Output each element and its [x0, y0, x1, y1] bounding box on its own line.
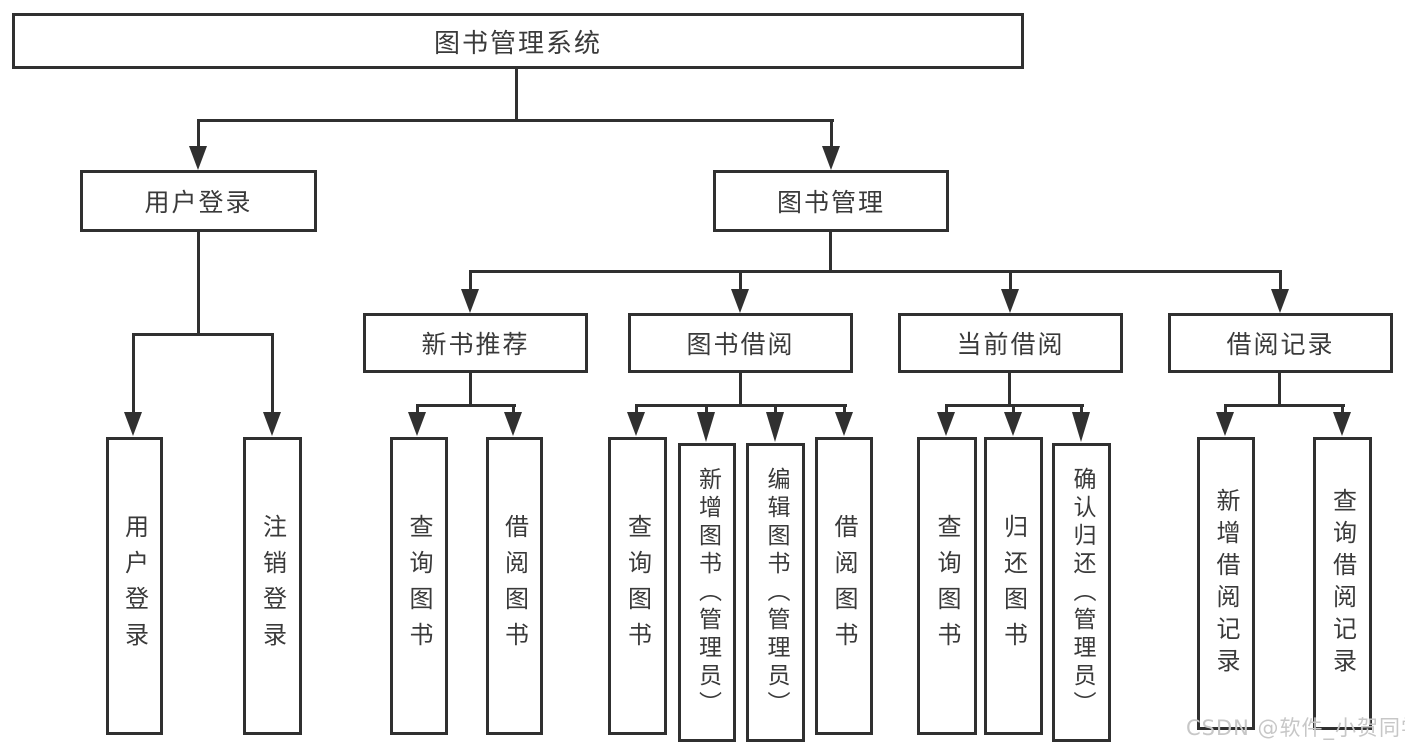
arrow-down-icon	[504, 412, 522, 436]
node-current-borrowing-label: 当前借阅	[956, 330, 1065, 359]
node-current-borrowing: 当前借阅	[898, 313, 1123, 373]
leaf-borrowing-query-books: 查询图书	[608, 437, 667, 735]
arrow-down-icon	[124, 412, 142, 436]
node-book-borrowing-label: 图书借阅	[686, 330, 795, 359]
node-book-management: 图书管理	[713, 170, 949, 232]
node-user-login-label: 用户登录	[144, 188, 253, 217]
node-borrow-records-label: 借阅记录	[1226, 330, 1335, 359]
leaf-current-query-books: 查询图书	[917, 437, 977, 735]
leaf-records-add-record: 新增借阅记录	[1197, 437, 1255, 730]
leaf-user-login-label: 用户登录	[120, 514, 149, 658]
arrow-down-icon	[461, 289, 479, 313]
connector-borrowing-rail	[635, 404, 847, 407]
arrow-down-icon	[1004, 412, 1022, 436]
arrow-down-icon	[408, 412, 426, 436]
connector-current-drop	[1012, 407, 1015, 415]
arrow-down-icon	[627, 412, 645, 436]
arrow-down-icon	[937, 412, 955, 436]
connector-bookmgmt-drop	[1009, 273, 1012, 291]
connector-root-rail	[197, 119, 834, 122]
connector-bookmgmt-drop	[469, 273, 472, 291]
connector-records-drop	[1224, 407, 1227, 415]
arrow-down-icon	[731, 289, 749, 313]
node-book-borrowing: 图书借阅	[628, 313, 853, 373]
node-root-label: 图书管理系统	[433, 28, 602, 59]
connector-current-drop	[945, 407, 948, 415]
connector-records-rail	[1224, 404, 1345, 407]
leaf-newbook-query-books-label: 查询图书	[405, 514, 433, 658]
connector-borrowing-drop	[774, 407, 777, 415]
leaf-current-query-books-label: 查询图书	[933, 514, 961, 658]
connector-newbook-stem	[469, 373, 472, 406]
connector-userlogin-stem	[197, 232, 200, 335]
connector-borrowing-drop	[705, 407, 708, 415]
leaf-borrowing-borrow-books: 借阅图书	[815, 437, 873, 735]
arrow-down-icon	[697, 412, 715, 442]
leaf-logout-label: 注销登录	[258, 514, 287, 658]
connector-userlogin-right-drop	[271, 336, 274, 414]
node-root: 图书管理系统	[12, 13, 1024, 69]
arrow-down-icon	[1001, 289, 1019, 313]
connector-bookmgmt-drop	[739, 273, 742, 291]
connector-root-left-drop	[197, 122, 200, 148]
leaf-current-return-books-label: 归还图书	[999, 514, 1028, 658]
leaf-borrowing-edit-books-admin-label: 编辑图书（管理员）	[763, 466, 789, 719]
connector-bookmgmt-rail	[469, 270, 1282, 273]
node-borrow-records: 借阅记录	[1168, 313, 1393, 373]
leaf-current-confirm-return-admin-label: 确认归还（管理员）	[1069, 466, 1095, 719]
connector-borrowing-drop	[635, 407, 638, 415]
node-user-login: 用户登录	[80, 170, 317, 232]
connector-root-right-drop	[830, 122, 833, 148]
arrow-down-icon	[766, 412, 784, 442]
leaf-records-query-record-label: 查询借阅记录	[1328, 487, 1357, 680]
connector-borrowing-drop	[843, 407, 846, 415]
leaf-current-return-books: 归还图书	[984, 437, 1043, 735]
leaf-newbook-query-books: 查询图书	[390, 437, 448, 735]
arrow-down-icon	[263, 412, 281, 436]
connector-records-stem	[1278, 373, 1281, 406]
leaf-borrowing-add-books-admin: 新增图书（管理员）	[678, 443, 736, 742]
arrow-down-icon	[1333, 412, 1351, 436]
connector-newbook-drop	[512, 407, 515, 415]
connector-current-rail	[945, 404, 1084, 407]
connector-newbook-drop	[416, 407, 419, 415]
connector-userlogin-rail	[132, 333, 274, 336]
connector-borrowing-stem	[739, 373, 742, 406]
leaf-borrowing-query-books-label: 查询图书	[623, 514, 652, 658]
connector-root-stem	[515, 69, 518, 119]
connector-bookmgmt-stem	[829, 232, 832, 272]
leaf-borrowing-edit-books-admin: 编辑图书（管理员）	[746, 443, 805, 742]
node-book-management-label: 图书管理	[776, 188, 885, 217]
leaf-user-login: 用户登录	[106, 437, 163, 735]
leaf-borrowing-borrow-books-label: 借阅图书	[830, 514, 858, 658]
arrow-down-icon	[1216, 412, 1234, 436]
leaf-records-query-record: 查询借阅记录	[1313, 437, 1372, 730]
csdn-watermark: CSDN @软件_小贺同学	[1186, 716, 1405, 740]
node-new-book-recommend: 新书推荐	[363, 313, 588, 373]
arrow-down-icon	[1271, 289, 1289, 313]
connector-newbook-rail	[416, 404, 516, 407]
connector-userlogin-left-drop	[132, 336, 135, 414]
leaf-newbook-borrow-books: 借阅图书	[486, 437, 543, 735]
connector-bookmgmt-drop	[1279, 273, 1282, 291]
leaf-logout: 注销登录	[243, 437, 302, 735]
arrow-down-icon	[1072, 412, 1090, 442]
leaf-newbook-borrow-books-label: 借阅图书	[500, 514, 529, 658]
node-new-book-recommend-label: 新书推荐	[421, 330, 530, 359]
connector-records-drop	[1341, 407, 1344, 415]
arrow-down-icon	[189, 146, 207, 170]
connector-current-stem	[1008, 373, 1011, 406]
arrow-down-icon	[835, 412, 853, 436]
leaf-current-confirm-return-admin: 确认归还（管理员）	[1052, 443, 1111, 742]
leaf-records-add-record-label: 新增借阅记录	[1212, 487, 1240, 680]
leaf-borrowing-add-books-admin-label: 新增图书（管理员）	[694, 466, 721, 719]
connector-current-drop	[1080, 407, 1083, 415]
arrow-down-icon	[822, 146, 840, 170]
